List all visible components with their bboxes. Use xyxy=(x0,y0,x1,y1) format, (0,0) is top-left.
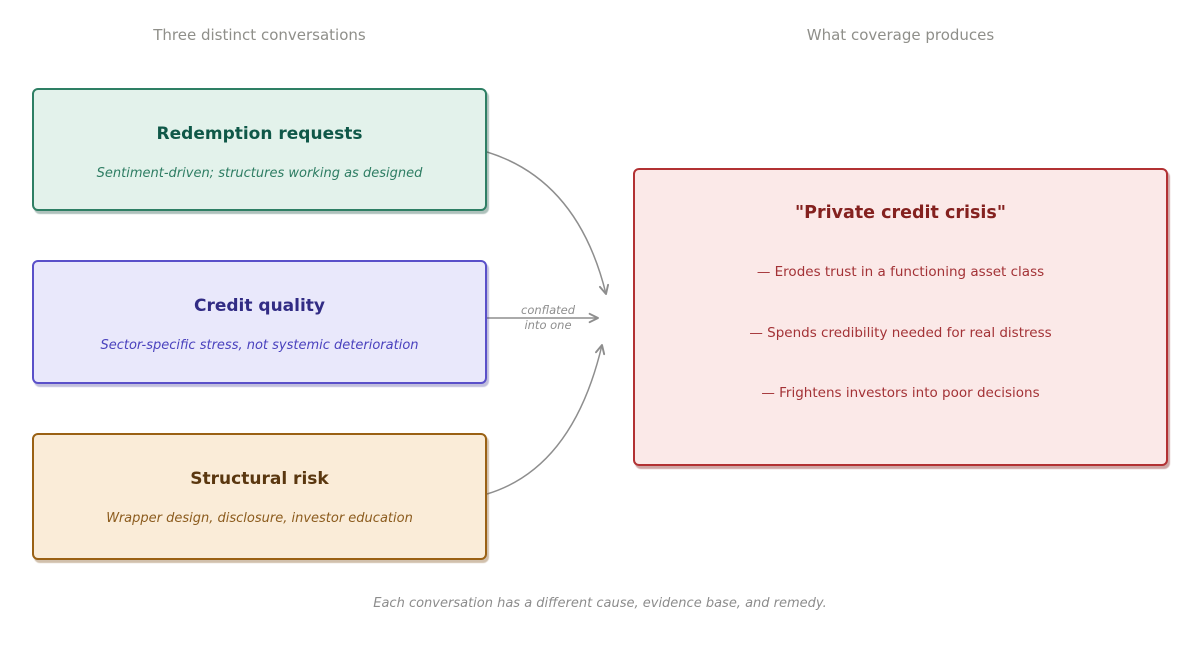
private-credit-crisis-title: "Private credit crisis" xyxy=(795,203,1006,223)
left-column-header: Three distinct conversations xyxy=(153,26,366,44)
box-credit-quality: Credit quality Sector-specific stress, n… xyxy=(32,260,487,384)
conflated-into-one-label: conflated into one xyxy=(521,303,575,333)
conflated-label-line2: into one xyxy=(524,318,572,332)
arrow-structural-to-crisis xyxy=(486,344,606,495)
structural-risk-title: Structural risk xyxy=(190,469,329,489)
crisis-bullet-erodes-trust: — Erodes trust in a functioning asset cl… xyxy=(756,264,1045,280)
right-column-header: What coverage produces xyxy=(806,26,995,44)
footer-caption: Each conversation has a different cause,… xyxy=(373,596,827,611)
redemption-requests-title: Redemption requests xyxy=(156,124,363,144)
redemption-requests-subtitle: Sentiment-driven; structures working as … xyxy=(96,166,423,181)
crisis-bullet-frightens-investors: — Frightens investors into poor decision… xyxy=(761,385,1040,401)
credit-quality-subtitle: Sector-specific stress, not systemic det… xyxy=(100,338,419,353)
credit-quality-title: Credit quality xyxy=(193,296,326,316)
box-private-credit-crisis: "Private credit crisis" — Erodes trust i… xyxy=(633,168,1168,466)
arrow-redemption-to-crisis xyxy=(486,151,610,295)
conflated-label-line1: conflated xyxy=(520,303,576,317)
crisis-bullet-spends-credibility: — Spends credibility needed for real dis… xyxy=(749,325,1052,341)
box-redemption-requests: Redemption requests Sentiment-driven; st… xyxy=(32,88,487,211)
structural-risk-subtitle: Wrapper design, disclosure, investor edu… xyxy=(106,511,413,526)
box-structural-risk: Structural risk Wrapper design, disclosu… xyxy=(32,433,487,560)
